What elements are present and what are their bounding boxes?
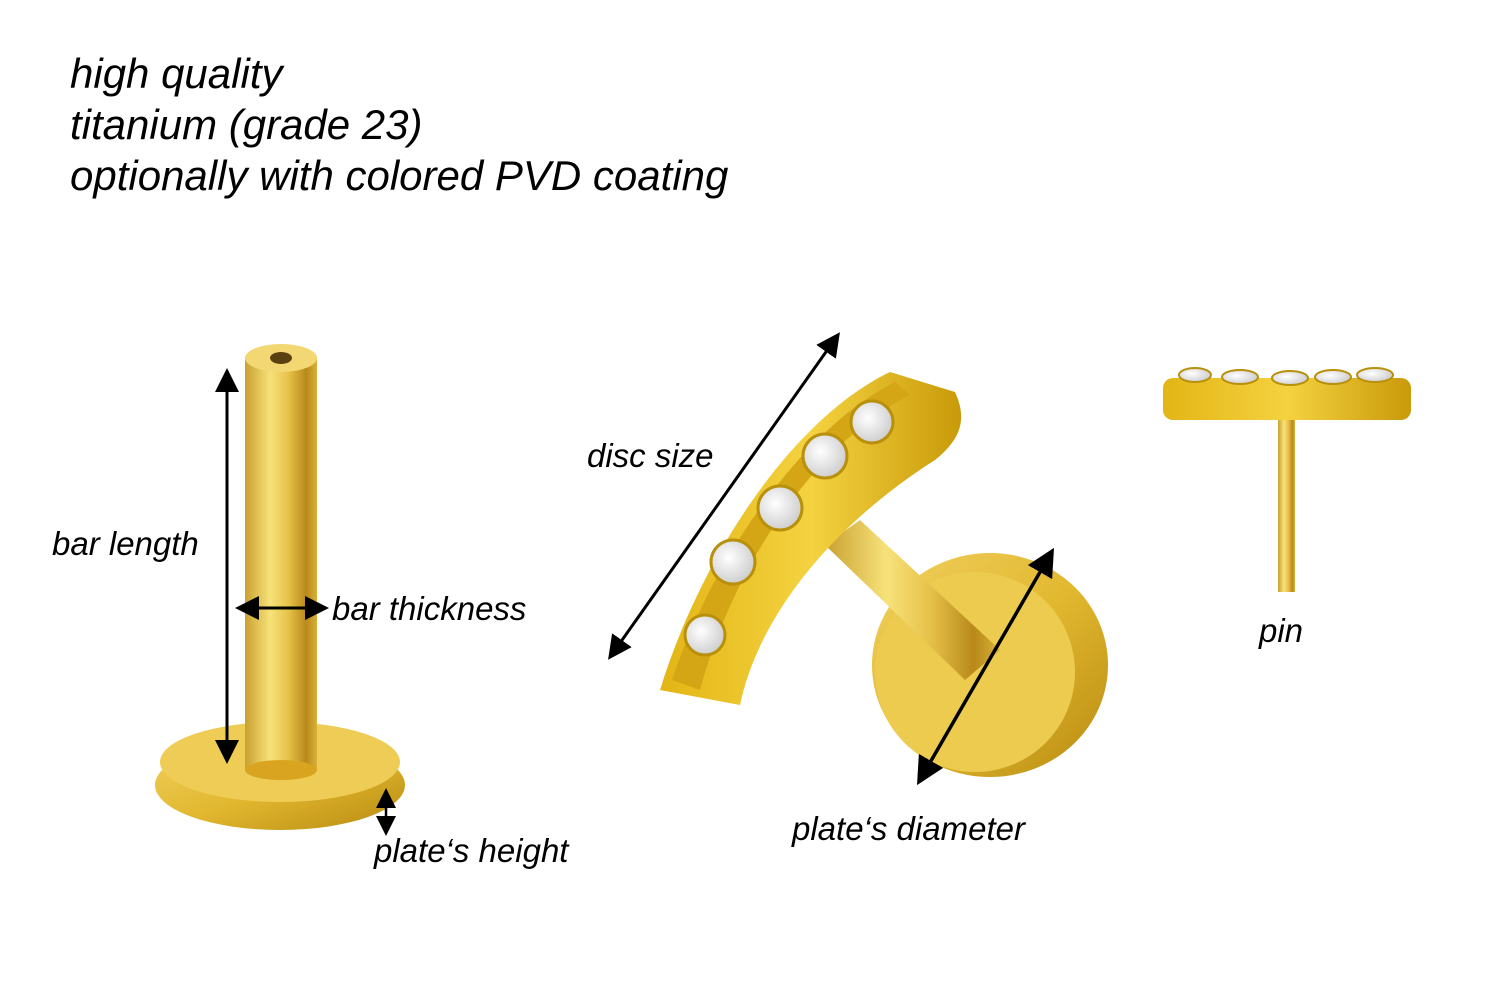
bar-length-label: bar length [52, 525, 199, 562]
plate-diameter-label: plate‘s diameter [792, 810, 1025, 847]
bar-thickness-label: bar thickness [332, 590, 527, 627]
curved-top-labret-illustration [660, 372, 1108, 777]
pin-label: pin [1259, 612, 1304, 649]
labret-base-illustration [155, 344, 405, 830]
feature-line-quality: high quality [70, 50, 283, 97]
disc-size-label: disc size [587, 437, 714, 474]
pin-top-side-illustration [1163, 367, 1411, 592]
feature-line-coating: optionally with colored PVD coating [70, 152, 729, 199]
product-features-heading: high quality titanium (grade 23) optiona… [70, 48, 728, 201]
plate-height-label: plate‘s height [374, 832, 569, 869]
disc-size-arrow [608, 332, 840, 660]
feature-line-material: titanium (grade 23) [70, 101, 423, 148]
plate-diameter-arrow [916, 547, 1055, 786]
